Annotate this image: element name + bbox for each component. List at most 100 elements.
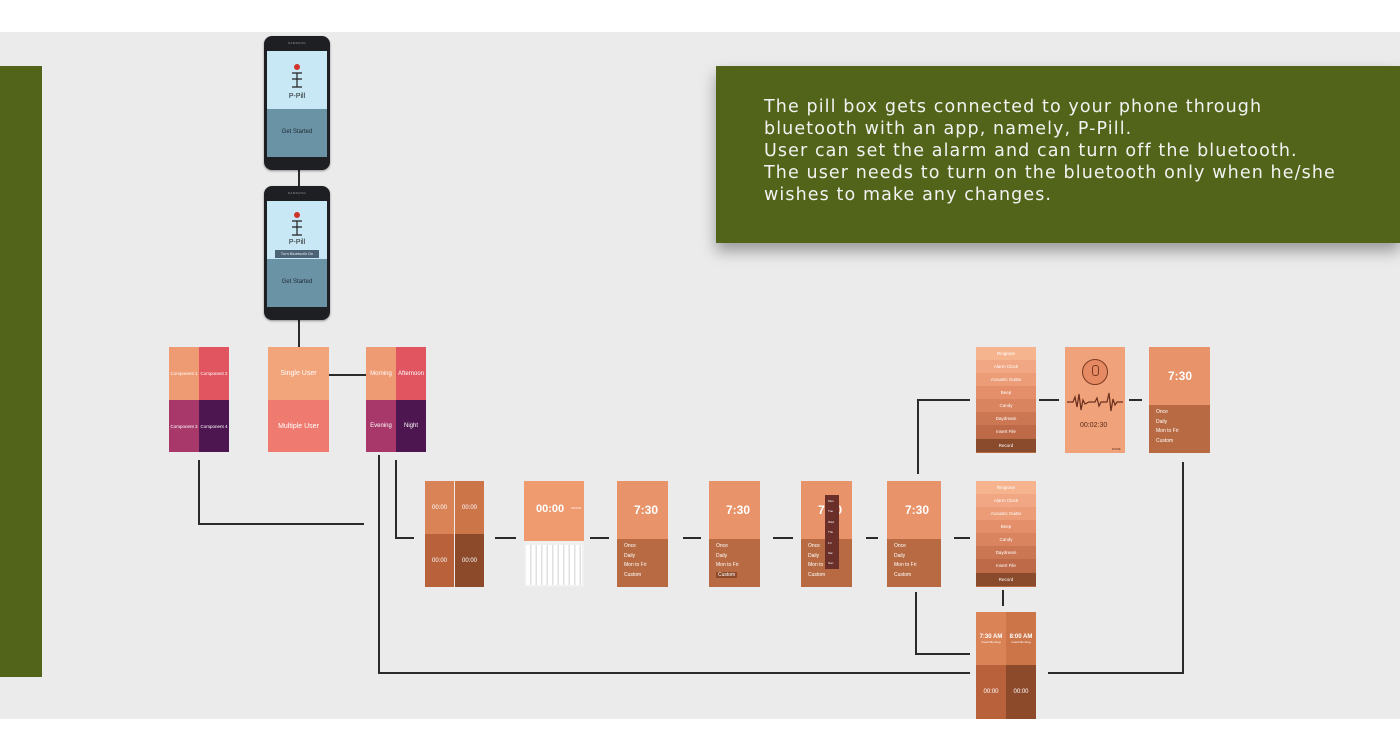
repeat-option[interactable]: Daily xyxy=(1156,419,1167,425)
component-1-tile[interactable]: Component 1 xyxy=(169,347,199,400)
weekday-item[interactable]: Fri xyxy=(828,541,832,545)
alarm-time[interactable]: 7:30 xyxy=(1168,369,1192,383)
ringtone-item[interactable]: Ringtone xyxy=(976,481,1036,494)
turn-bluetooth-on-button[interactable]: Turn Bluetooth On xyxy=(275,250,319,258)
phone-screen: P-Pill Turn Bluetooth On Get Started xyxy=(267,201,327,307)
slot-time[interactable]: 00:00 xyxy=(455,481,484,534)
component-2-tile[interactable]: Component 2 xyxy=(199,347,229,400)
ringtone-item[interactable]: Candy xyxy=(976,533,1036,546)
done-button[interactable]: DONE xyxy=(1112,447,1121,451)
ringtone-item[interactable]: Insert File xyxy=(976,559,1036,572)
user-type-screen: Single User Multiple User xyxy=(268,347,329,452)
repeat-option[interactable]: Daily xyxy=(624,553,635,559)
afternoon-alarm-tile[interactable]: 8:00 AM Good Morning xyxy=(1006,612,1036,665)
splash-top: P-Pill xyxy=(267,51,327,109)
repeat-option[interactable]: Once xyxy=(624,543,636,549)
morning-alarm-tile[interactable]: 7:30 AM Good Morning xyxy=(976,612,1006,665)
waveform-icon xyxy=(1067,389,1123,415)
ringtone-item[interactable]: Daydream xyxy=(976,546,1036,559)
phone-brand: SAMSUNG xyxy=(264,191,330,195)
slot-time[interactable]: 00:00 xyxy=(425,534,454,587)
phone-brand: SAMSUNG xyxy=(264,41,330,45)
slot-time[interactable]: 00:00 xyxy=(425,481,454,534)
alarm-repeat-screen-2: 7:30 Once Daily Mon to Fri Custom xyxy=(709,481,760,587)
ampm-toggle[interactable]: AM PM xyxy=(571,506,581,510)
get-started-button[interactable]: Get Started xyxy=(267,279,327,285)
repeat-option[interactable]: Daily xyxy=(894,553,905,559)
get-started-button[interactable]: Get Started xyxy=(267,129,327,135)
night-tile[interactable]: Night xyxy=(396,400,426,452)
time-entry-keyboard-screen: 00:00 AM PM xyxy=(524,481,584,587)
ringtone-item[interactable]: Ringtone xyxy=(976,347,1036,360)
afternoon-alarm-label: Good Morning xyxy=(1011,640,1030,644)
repeat-option[interactable]: Mon to Fri xyxy=(716,562,739,568)
time-of-day-screen: Morning Afternoon Evening Night xyxy=(366,347,426,452)
ringtone-item[interactable]: Candy xyxy=(976,399,1036,412)
ringtone-item[interactable]: Alarm Clock xyxy=(976,360,1036,373)
alarm-time[interactable]: 7:30 xyxy=(726,503,750,517)
app-title: P-Pill xyxy=(267,93,327,100)
slot-time[interactable]: 00:00 xyxy=(976,665,1006,719)
ringtone-item[interactable]: Insert File xyxy=(976,425,1036,438)
slot-time[interactable]: 00:00 xyxy=(1006,665,1036,719)
repeat-option[interactable]: Once xyxy=(894,543,906,549)
alarm-custom-days-screen: 7:30 Once Daily Mon to Fri Custom Mon Tu… xyxy=(801,481,852,587)
alarm-time[interactable]: 7:30 xyxy=(634,503,658,517)
component-4-tile[interactable]: Component 4 xyxy=(199,400,229,452)
repeat-option[interactable]: Once xyxy=(1156,409,1168,415)
weekday-item[interactable]: Sat xyxy=(828,551,833,555)
onscreen-keyboard[interactable] xyxy=(526,545,582,585)
ringtone-item[interactable]: Alarm Clock xyxy=(976,494,1036,507)
ringtone-item[interactable]: Beep xyxy=(976,520,1036,533)
get-started-area[interactable]: Get Started xyxy=(267,109,327,157)
component-3-tile[interactable]: Component 3 xyxy=(169,400,199,452)
component-select-screen: Component 1 Component 2 Component 3 Comp… xyxy=(169,347,229,452)
record-option[interactable]: Record xyxy=(976,439,1036,452)
get-started-area[interactable]: Get Started xyxy=(267,259,327,307)
multiple-user-option[interactable]: Multiple User xyxy=(268,400,329,452)
alarm-time[interactable]: 7:30 xyxy=(905,503,929,517)
record-option[interactable]: Record xyxy=(976,573,1036,586)
repeat-option[interactable]: Custom xyxy=(1156,438,1173,444)
weekday-item[interactable]: Thu xyxy=(828,530,833,534)
ringtone-item[interactable]: Daydream xyxy=(976,412,1036,425)
repeat-option[interactable]: Daily xyxy=(808,553,819,559)
pill-logo-icon xyxy=(289,211,305,237)
repeat-option[interactable]: Once xyxy=(808,543,820,549)
weekday-item[interactable]: Tue xyxy=(828,509,833,513)
alarm-repeat-screen-1: 7:30 Once Daily Mon to Fri Custom xyxy=(617,481,668,587)
weekday-picker[interactable]: Mon Tue Wed Thu Fri Sat Sun xyxy=(825,495,839,569)
repeat-option[interactable]: Mon to Fri xyxy=(894,562,917,568)
splash-top: P-Pill Turn Bluetooth On xyxy=(267,201,327,259)
alarm-ringtone-set-screen: 7:30 Once Daily Mon to Fri Custom xyxy=(1149,347,1210,453)
morning-alarm-label: Good Morning xyxy=(981,640,1000,644)
phone-screen: P-Pill Get Started xyxy=(267,51,327,157)
alarm-set-screen: 7:30 Once Daily Mon to Fri Custom xyxy=(887,481,941,587)
alarm-slots-screen: 00:00 00:00 00:00 00:00 xyxy=(425,481,484,587)
time-entry-header: 00:00 AM PM xyxy=(524,481,584,541)
repeat-option[interactable]: Daily xyxy=(716,553,727,559)
weekday-item[interactable]: Mon xyxy=(828,499,834,503)
weekday-item[interactable]: Wed xyxy=(828,520,834,524)
repeat-option[interactable]: Custom xyxy=(894,572,911,578)
ringtone-item[interactable]: Acoustic Guitar xyxy=(976,507,1036,520)
afternoon-tile[interactable]: Afternoon xyxy=(396,347,426,400)
microphone-icon[interactable] xyxy=(1082,359,1108,385)
repeat-option[interactable]: Once xyxy=(716,543,728,549)
repeat-option-selected[interactable]: Custom xyxy=(716,572,737,578)
morning-tile[interactable]: Morning xyxy=(366,347,396,400)
repeat-option[interactable]: Mon to Fri xyxy=(624,562,647,568)
weekday-item[interactable]: Sun xyxy=(828,561,833,565)
single-user-option[interactable]: Single User xyxy=(268,347,329,400)
evening-tile[interactable]: Evening xyxy=(366,400,396,452)
repeat-option[interactable]: Mon to Fri xyxy=(1156,428,1179,434)
repeat-option[interactable]: Custom xyxy=(808,572,825,578)
slot-time[interactable]: 00:00 xyxy=(455,534,484,587)
ringtone-item[interactable]: Beep xyxy=(976,386,1036,399)
entry-time[interactable]: 00:00 xyxy=(536,503,564,515)
repeat-option[interactable]: Custom xyxy=(624,572,641,578)
ringtone-list-screen-bottom: Ringtone Alarm Clock Acoustic Guitar Bee… xyxy=(976,481,1036,587)
ringtone-list-screen-top: Ringtone Alarm Clock Acoustic Guitar Bee… xyxy=(976,347,1036,453)
alarm-summary-screen: 7:30 AM Good Morning 8:00 AM Good Mornin… xyxy=(976,612,1036,719)
ringtone-item[interactable]: Acoustic Guitar xyxy=(976,373,1036,386)
